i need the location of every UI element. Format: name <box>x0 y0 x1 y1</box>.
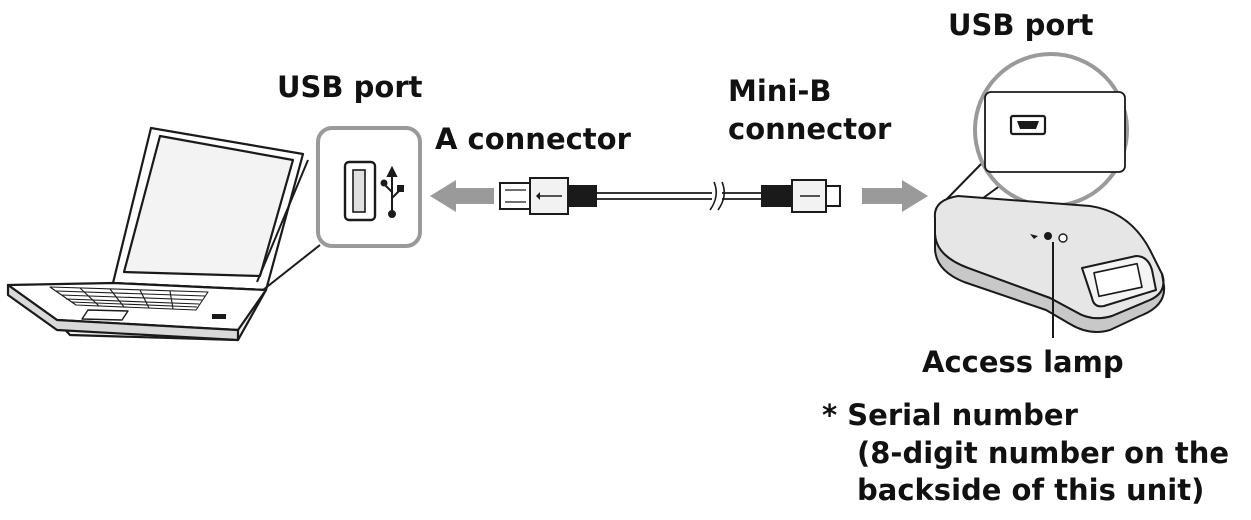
label-serial-line1: * Serial number <box>822 398 1078 432</box>
usb-cable-illustration <box>499 177 841 215</box>
label-usb-port-device: USB port <box>948 8 1094 42</box>
usb-symbol-icon <box>380 165 404 218</box>
label-serial-line3: backside of this unit) <box>857 473 1205 508</box>
label-serial-line2: (8-digit number on the <box>857 435 1230 470</box>
mini-b-port-icon <box>1017 121 1039 129</box>
label-access-lamp: Access lamp <box>922 345 1124 379</box>
label-mini-b-line1: Mini-B <box>728 74 832 108</box>
label-mini-b-line2: connector <box>728 112 892 147</box>
label-serial-number: * Serial number (8-digit number on the b… <box>822 397 1229 510</box>
arrow-left-icon <box>430 180 494 212</box>
callout-lines-laptop <box>256 159 321 291</box>
label-a-connector: A connector <box>435 122 631 156</box>
usb-port-callout-device <box>973 52 1129 208</box>
fingerprint-reader-illustration <box>933 195 1166 333</box>
laptop-illustration <box>6 126 305 342</box>
label-usb-port-laptop: USB port <box>277 70 423 104</box>
usb-a-port-icon <box>343 160 377 222</box>
arrow-right-icon <box>862 180 928 212</box>
label-mini-b-connector: Mini-B connector <box>728 72 891 149</box>
usb-port-callout-laptop <box>316 126 422 248</box>
